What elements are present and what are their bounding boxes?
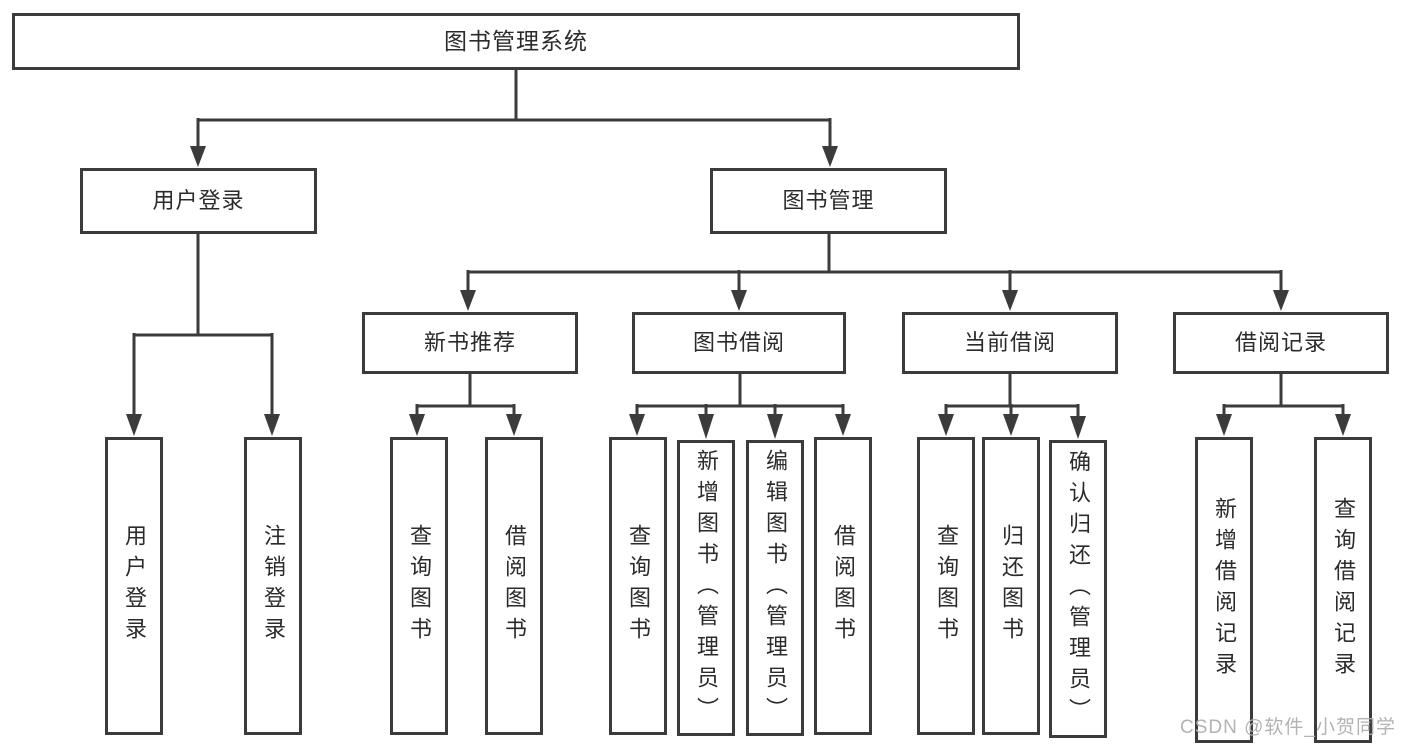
- leaf-query-books-borrow: 查询图书: [609, 437, 667, 735]
- node-new-book-recommend: 新书推荐: [362, 312, 578, 374]
- leaf-borrow-books-borrow: 借阅图书: [814, 437, 872, 735]
- node-book-management-system: 图书管理系统: [12, 13, 1020, 70]
- leaf-logout: 注销登录: [244, 437, 302, 735]
- node-book-management: 图书管理: [710, 168, 947, 234]
- leaf-return-book: 归还图书: [982, 437, 1040, 735]
- node-book-borrow: 图书借阅: [632, 312, 846, 374]
- leaf-edit-book-admin: 编辑图书（管理员）: [746, 440, 804, 736]
- node-borrow-records: 借阅记录: [1173, 312, 1389, 374]
- node-user-login: 用户登录: [80, 168, 317, 234]
- leaf-add-book-admin: 新增图书（管理员）: [677, 440, 735, 736]
- leaf-user-login: 用户登录: [105, 437, 163, 735]
- node-current-borrow: 当前借阅: [902, 312, 1118, 374]
- leaf-borrow-books-recommend: 借阅图书: [485, 437, 543, 735]
- leaf-query-books-recommend: 查询图书: [390, 437, 448, 735]
- leaf-query-books-current: 查询图书: [917, 437, 975, 735]
- leaf-query-borrow-record: 查询借阅记录: [1314, 437, 1372, 743]
- leaf-confirm-return-admin: 确认归还（管理员）: [1049, 440, 1107, 738]
- leaf-add-borrow-record: 新增借阅记录: [1195, 437, 1253, 743]
- watermark: CSDN @软件_小贺同学: [1180, 717, 1396, 738]
